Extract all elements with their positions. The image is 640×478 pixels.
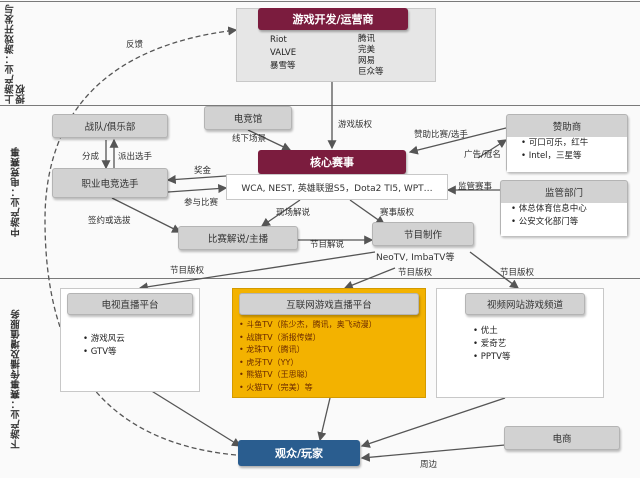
video-sites-item: • 爱奇艺 xyxy=(473,339,507,349)
offline-venue-edge xyxy=(247,129,292,151)
merch-edge xyxy=(360,444,506,462)
internet-live-item: • 龙珠TV（腾讯） xyxy=(239,345,305,354)
participate-label: 参与比赛 xyxy=(184,198,219,208)
internet-live-item: • 火猫TV（完美）等 xyxy=(239,382,313,392)
developer-item: 巨众等 xyxy=(358,67,384,77)
developer-item: VALVE xyxy=(270,48,297,58)
ec-live-list: • 游戏风云 • GTV等 xyxy=(83,333,125,359)
split-label: 分成 xyxy=(82,152,100,162)
band-separator-2 xyxy=(0,278,640,279)
ec-live-panel: 电视直播平台 • 游戏风云 • GTV等 xyxy=(60,288,200,392)
prize-edge xyxy=(166,174,227,185)
video-sites-item: • 优土 xyxy=(473,326,498,336)
developer-item: 暴雪等 xyxy=(270,61,296,71)
event-rights-label: 赛事版权 xyxy=(380,208,415,218)
club-node: 战队/俱乐部 xyxy=(52,114,168,138)
developer-item: Riot xyxy=(270,35,287,45)
sponsor-item: • 可口可乐，红牛 xyxy=(521,138,589,148)
band-separator-1 xyxy=(0,105,640,106)
regulator-panel: 监管部门 • 体总体育信息中心 • 公安文化部门等 xyxy=(500,180,628,236)
ec-live-item: • 游戏风云 xyxy=(83,334,125,344)
ad-title-edge xyxy=(477,139,508,159)
regulator-item: • 体总体育信息中心 xyxy=(511,204,587,214)
ad-title-label: 广告/冠名 xyxy=(464,150,501,160)
sponsor-event-label: 赞助比赛/选手 xyxy=(414,130,468,140)
program-rights-label-1: 节目版权 xyxy=(170,266,205,276)
commentary-node: 比赛解说/主播 xyxy=(178,226,298,250)
developer-list-right: 腾讯 完美 网易 巨众等 xyxy=(358,34,384,78)
production-detail: NeoTV, ImbaTV等 xyxy=(376,253,455,263)
sponsor-item: • Intel，三星等 xyxy=(521,151,582,161)
live-commentary-label: 现场解说 xyxy=(276,208,311,218)
internet-live-panel: 互联网游戏直播平台 • 斗鱼TV（陈少杰，腾讯，奥飞动漫） • 战旗TV（浙报传… xyxy=(232,288,426,398)
program-rights-edge-1 xyxy=(138,251,376,292)
send-players-label: 派出选手 xyxy=(118,152,153,162)
program-rights-edge-2 xyxy=(343,267,396,290)
game-rights-label: 游戏版权 xyxy=(338,120,373,130)
ec-live-item: • GTV等 xyxy=(83,347,117,357)
pro-player-node: 职业电竞选手 xyxy=(52,168,168,198)
developer-node: 游戏开发/运营商 xyxy=(258,8,408,30)
core-event-detail-text: WCA, NEST, 英雄联盟S5，Dota2 TI5, WPT… xyxy=(241,183,433,194)
internet-live-item: • 斗鱼TV（陈少杰，腾讯，奥飞动漫） xyxy=(239,320,377,329)
offline-venue-label: 线下场景 xyxy=(232,134,267,144)
contract-edge xyxy=(111,197,182,233)
sponsor-node: 赞助商 xyxy=(552,122,582,133)
live-commentary-edge xyxy=(260,199,301,227)
prize-label: 奖金 xyxy=(194,166,212,176)
sponsor-panel: 赞助商 • 可口可乐，红牛 • Intel，三星等 xyxy=(506,114,628,172)
regulator-node: 监管部门 xyxy=(544,188,583,199)
event-rights-edge xyxy=(349,199,386,225)
video-sites-panel: 视频网站游戏频道 • 优土 • 爱奇艺 • PPTV等 xyxy=(436,288,604,398)
ecommerce-node: 电商 xyxy=(504,426,620,450)
ec-to-audience-edge xyxy=(149,389,242,447)
feedback-label: 反馈 xyxy=(126,40,144,50)
video-sites-list: • 优土 • 爱奇艺 • PPTV等 xyxy=(473,325,510,364)
developer-item: 网易 xyxy=(358,56,376,66)
merch-label: 周边 xyxy=(420,460,438,470)
sponsor-event-edge xyxy=(408,127,507,155)
developer-item: 腾讯 xyxy=(358,34,376,44)
regulator-item: • 公安文化部门等 xyxy=(511,217,579,227)
internet-live-item: • 战旗TV（浙报传媒） xyxy=(239,332,321,342)
contract-label: 签约或选拔 xyxy=(88,216,131,226)
video-to-audience-edge xyxy=(360,397,506,448)
program-rights-label-2: 节目版权 xyxy=(398,268,433,278)
ec-live-node: 电视直播平台 xyxy=(67,293,193,315)
band-separator-top xyxy=(0,1,640,2)
video-sites-item: • PPTV等 xyxy=(473,352,511,362)
program-rights-label-3: 节目版权 xyxy=(500,268,535,278)
internet-to-audience-edge xyxy=(317,397,331,442)
developer-item: 完美 xyxy=(358,45,376,55)
internet-live-node: 互联网游戏直播平台 xyxy=(239,293,419,315)
video-sites-node: 视频网站游戏频道 xyxy=(465,293,585,315)
production-node: 节目制作 xyxy=(372,222,474,246)
regulator-list: • 体总体育信息中心 • 公安文化部门等 xyxy=(501,203,627,236)
audience-node: 观众/玩家 xyxy=(238,440,360,466)
supervise-label: 监管赛事 xyxy=(458,182,493,192)
internet-live-item: • 虎牙TV（YY） xyxy=(239,357,299,367)
program-rights-edge-3 xyxy=(469,251,520,289)
internet-live-item: • 熊猫TV（王思聪） xyxy=(239,370,313,379)
program-commentary-label: 节目解说 xyxy=(310,240,345,250)
developer-list-left: Riot VALVE 暴雪等 xyxy=(270,34,296,73)
sponsor-list: • 可口可乐，红牛 • Intel，三星等 xyxy=(507,137,627,172)
core-event-node: 核心赛事 xyxy=(258,150,406,174)
core-event-detail: WCA, NEST, 英雄联盟S5，Dota2 TI5, WPT… xyxy=(226,174,448,200)
venue-node: 电竞馆 xyxy=(204,106,292,130)
participate-edge xyxy=(167,183,228,194)
internet-live-list: • 斗鱼TV（陈少杰，腾讯，奥飞动漫） • 战旗TV（浙报传媒） • 龙珠TV（… xyxy=(239,319,377,394)
feedback-edge xyxy=(44,26,238,456)
